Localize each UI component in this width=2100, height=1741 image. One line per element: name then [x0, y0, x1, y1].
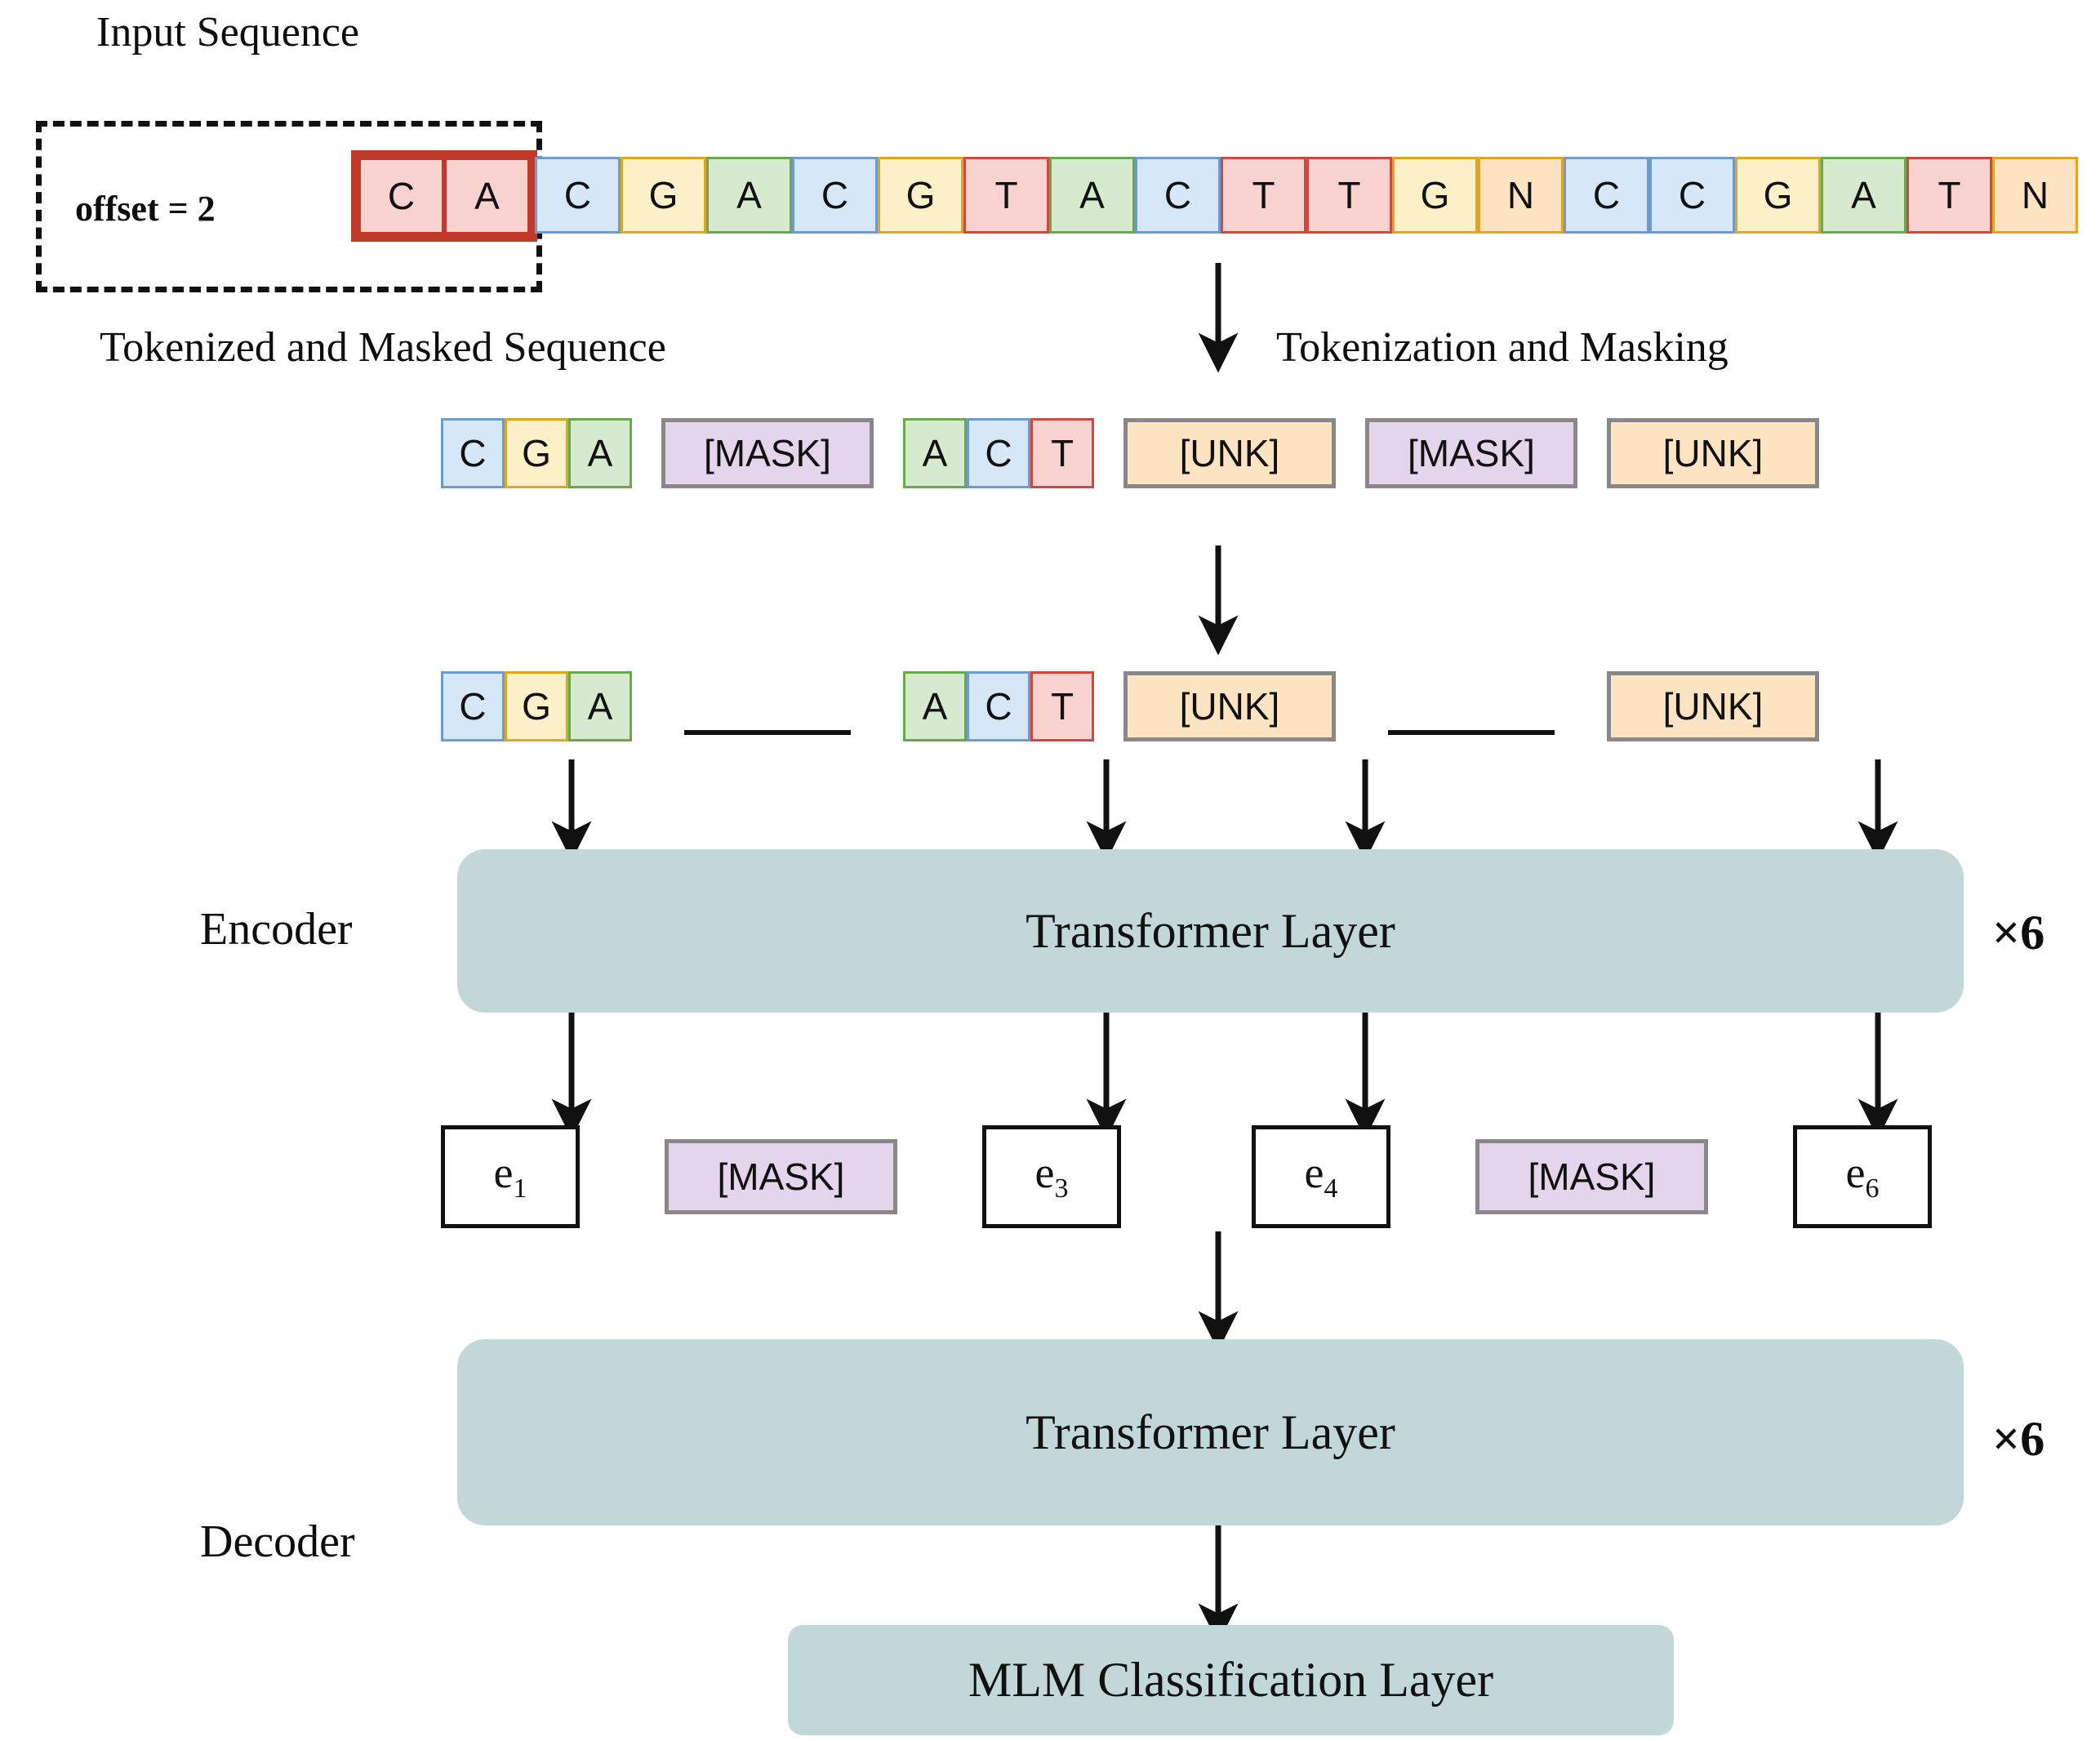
- embedding-label: e3: [1034, 1148, 1069, 1204]
- token-box-mask: [MASK]: [665, 1139, 897, 1214]
- blank-rule: [1388, 730, 1555, 735]
- token-box-unk: [UNK]: [1123, 671, 1336, 741]
- blank-placeholder: [661, 671, 874, 759]
- embedding-box-e1: e1: [441, 1125, 580, 1228]
- nucleotide-cell-g: G: [1392, 157, 1478, 234]
- nucleotide-cell-a: A: [1049, 157, 1135, 234]
- decoder-transformer-layer[interactable]: Transformer Layer: [457, 1339, 1964, 1525]
- decoder-label: Decoder: [200, 1516, 355, 1567]
- token-box-mask: [MASK]: [1365, 418, 1577, 488]
- offset-highlight-group: C A: [351, 150, 537, 242]
- nucleotide-cell-t: T: [1030, 671, 1094, 741]
- embedding-box-e3: e3: [982, 1125, 1121, 1228]
- tokenization-masking-title: Tokenization and Masking: [1276, 324, 1728, 371]
- nucleotide-cell-c: C: [535, 157, 621, 234]
- nucleotide-cell-g: G: [621, 157, 706, 234]
- embedding-label: e6: [1845, 1148, 1880, 1204]
- nucleotide-cell-c: C: [792, 157, 878, 234]
- token-box-unk: [UNK]: [1607, 418, 1819, 488]
- encoder-repeat-count: ×6: [1992, 906, 2045, 960]
- encoder-transformer-layer[interactable]: Transformer Layer: [457, 849, 1964, 1013]
- nucleotide-cell-a: A: [903, 418, 967, 488]
- nucleotide-cell-t: T: [1906, 157, 1992, 234]
- mlm-classification-label: MLM Classification Layer: [968, 1653, 1494, 1707]
- nucleotide-cell-g: G: [1735, 157, 1821, 234]
- nucleotide-cell-c: C: [1135, 157, 1221, 234]
- token-box-unk: [UNK]: [1607, 671, 1819, 741]
- tokenized-masked-title: Tokenized and Masked Sequence: [100, 324, 666, 371]
- encoder-label: Encoder: [200, 904, 353, 955]
- decoder-repeat-count: ×6: [1992, 1412, 2045, 1466]
- nucleotide-cell-a: A: [706, 157, 792, 234]
- nucleotide-cell-a: A: [568, 671, 632, 741]
- decoder-transformer-label: Transformer Layer: [1026, 1405, 1395, 1459]
- nucleotide-cell-g: G: [878, 157, 963, 234]
- nucleotide-cell-t: T: [1030, 418, 1094, 488]
- nucleotide-cell-t: T: [1306, 157, 1392, 234]
- blank-placeholder: [1365, 671, 1577, 759]
- nucleotide-cell-c: C: [1649, 157, 1735, 234]
- blank-rule: [684, 730, 851, 735]
- nucleotide-cell-c: C: [967, 418, 1030, 488]
- nucleotide-cell-a: A: [568, 418, 632, 488]
- offset-base-cell: C: [358, 158, 444, 234]
- mlm-classification-layer[interactable]: MLM Classification Layer: [788, 1625, 1674, 1735]
- nucleotide-cell-g: G: [505, 671, 568, 741]
- nucleotide-cell-n: N: [1992, 157, 2078, 234]
- nucleotide-cell-c: C: [967, 671, 1030, 741]
- nucleotide-cell-t: T: [1221, 157, 1306, 234]
- offset-label: offset = 2: [75, 189, 216, 229]
- nucleotide-cell-t: T: [963, 157, 1049, 234]
- embedding-box-e6: e6: [1793, 1125, 1932, 1228]
- nucleotide-cell-c: C: [441, 418, 505, 488]
- nucleotide-cell-n: N: [1478, 157, 1564, 234]
- nucleotide-cell-a: A: [903, 671, 967, 741]
- token-box-mask: [MASK]: [661, 418, 874, 488]
- embedding-box-e4: e4: [1252, 1125, 1390, 1228]
- encoder-transformer-label: Transformer Layer: [1026, 903, 1395, 958]
- nucleotide-cell-a: A: [1821, 157, 1906, 234]
- embedding-label: e1: [493, 1148, 527, 1204]
- nucleotide-cell-c: C: [1564, 157, 1649, 234]
- token-box-unk: [UNK]: [1123, 418, 1336, 488]
- embedding-label: e4: [1304, 1148, 1338, 1204]
- nucleotide-cell-g: G: [505, 418, 568, 488]
- offset-base-cell: A: [444, 158, 530, 234]
- input-sequence-title: Input Sequence: [96, 9, 360, 56]
- token-box-mask: [MASK]: [1475, 1139, 1708, 1214]
- nucleotide-cell-c: C: [441, 671, 505, 741]
- embedding-row: e1 [MASK] e3 e4 [MASK] e6: [441, 1125, 1932, 1228]
